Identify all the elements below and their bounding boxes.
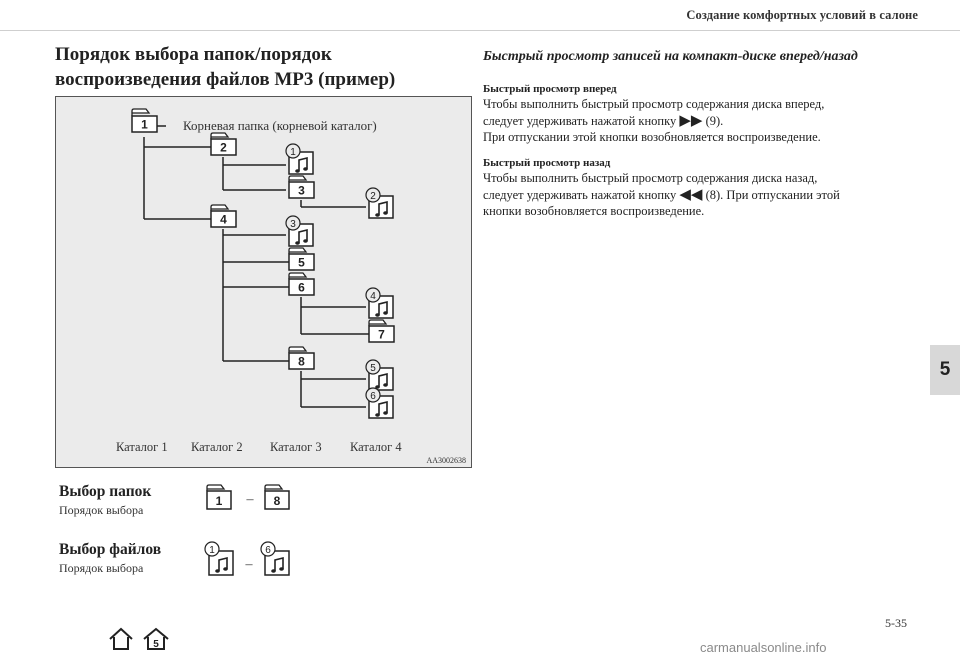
chapter-tab-number: 5 xyxy=(939,359,951,380)
chapter-home-number: 5 xyxy=(153,639,159,650)
folder-4-number: 4 xyxy=(220,213,227,227)
file-6: 6 xyxy=(365,387,394,419)
watermark-text: carmanualsonline.info xyxy=(700,640,827,655)
catalog-label-1: Каталог 1 xyxy=(116,440,168,454)
fast-forward-icon: ▶▶ xyxy=(679,112,703,129)
file-select-subtitle: Порядок выбора xyxy=(59,561,144,575)
forward-paragraph: Чтобы выполнить быстрый просмотр содержа… xyxy=(483,96,923,146)
folder-select-from-icon: 1 xyxy=(206,484,232,510)
file-select-from-icon: 1 xyxy=(204,541,234,576)
chapter-home-icon[interactable]: 5 xyxy=(143,627,169,650)
file-4-number: 4 xyxy=(370,291,376,302)
file-2-number: 2 xyxy=(370,191,376,202)
file-2: 2 xyxy=(365,187,394,219)
chapter-tab: 5 xyxy=(930,345,960,395)
root-folder-label: Корневая папка (корневой каталог) xyxy=(183,118,377,133)
folder-5: 5 xyxy=(288,247,315,271)
file-3-number: 3 xyxy=(290,219,296,230)
tree-connectors xyxy=(143,125,369,408)
file-3: 3 xyxy=(285,215,314,247)
catalog-label-2: Каталог 2 xyxy=(191,440,243,454)
backward-line-1: Чтобы выполнить быстрый просмотр содержа… xyxy=(483,171,818,185)
folder-7-number: 7 xyxy=(378,328,385,342)
file-5: 5 xyxy=(365,359,394,391)
folder-3-number: 3 xyxy=(298,184,305,198)
folder-3: 3 xyxy=(288,175,315,199)
forward-line-2: следует удерживать нажатой кнопку ▶▶ (9)… xyxy=(483,112,724,129)
file-4: 4 xyxy=(365,287,394,319)
svg-text:1: 1 xyxy=(216,494,223,508)
folder-tree-svg: 1 Корневая папка (корневой каталог) 2 3 … xyxy=(116,108,466,465)
forward-line-1: Чтобы выполнить быстрый просмотр содержа… xyxy=(483,97,825,111)
backward-line-2: следует удерживать нажатой кнопку ◀◀ (8)… xyxy=(483,186,840,203)
forward-line-3: При отпускании этой кнопки возобновляетс… xyxy=(483,130,821,144)
folder-8: 8 xyxy=(288,346,315,370)
file-5-number: 5 xyxy=(370,363,376,374)
folder-select-to-icon: 8 xyxy=(264,484,290,510)
catalog-label-3: Каталог 3 xyxy=(270,440,322,454)
file-select-range: 1 – 6 xyxy=(204,541,290,576)
svg-text:6: 6 xyxy=(265,545,271,556)
file-select-to-icon: 6 xyxy=(260,541,290,576)
folder-select-title: Выбор папок xyxy=(59,483,152,500)
folder-tree-diagram: 1 Корневая папка (корневой каталог) 2 3 … xyxy=(55,96,472,468)
home-icon[interactable] xyxy=(109,627,133,650)
folder-4: 4 xyxy=(210,204,237,228)
svg-text:8: 8 xyxy=(274,494,281,508)
forward-title: Быстрый просмотр вперед xyxy=(483,83,617,95)
backward-paragraph: Чтобы выполнить быстрый просмотр содержа… xyxy=(483,170,923,220)
file-select-title: Выбор файлов xyxy=(59,541,162,558)
left-section-title: Порядок выбора папок/порядок воспроизвед… xyxy=(55,44,396,90)
folder-select-range: 1 – 8 xyxy=(206,484,290,510)
fast-rewind-icon: ◀◀ xyxy=(679,186,703,203)
folder-select-dash: – xyxy=(246,492,255,507)
header-divider xyxy=(0,30,960,31)
folder-2-number: 2 xyxy=(220,141,227,155)
folder-select-subtitle: Порядок выбора xyxy=(59,503,144,517)
folder-1-number: 1 xyxy=(141,118,148,132)
section-header-title: Создание комфортных условий в салоне xyxy=(686,8,918,22)
folder-6: 6 xyxy=(288,272,315,296)
page-number: 5-35 xyxy=(885,616,907,630)
folder-5-number: 5 xyxy=(298,256,305,270)
folder-8-number: 8 xyxy=(298,355,305,369)
image-code: AA3002638 xyxy=(426,456,466,465)
bottom-nav-icons: 5 xyxy=(109,627,169,650)
file-1: 1 xyxy=(285,143,314,175)
folder-6-number: 6 xyxy=(298,281,305,295)
backward-line-3: кнопки возобновляется воспроизведение. xyxy=(483,204,705,218)
folder-7: 7 xyxy=(368,319,395,343)
right-section-title: Быстрый просмотр записей на компакт-диск… xyxy=(483,49,858,64)
file-1-number: 1 xyxy=(290,147,296,158)
catalog-label-4: Каталог 4 xyxy=(350,440,402,454)
file-select-dash: – xyxy=(245,557,254,572)
folder-2: 2 xyxy=(210,132,237,156)
svg-text:1: 1 xyxy=(209,545,215,556)
backward-title: Быстрый просмотр назад xyxy=(483,157,611,169)
file-6-number: 6 xyxy=(370,391,376,402)
folder-1: 1 xyxy=(131,108,158,133)
